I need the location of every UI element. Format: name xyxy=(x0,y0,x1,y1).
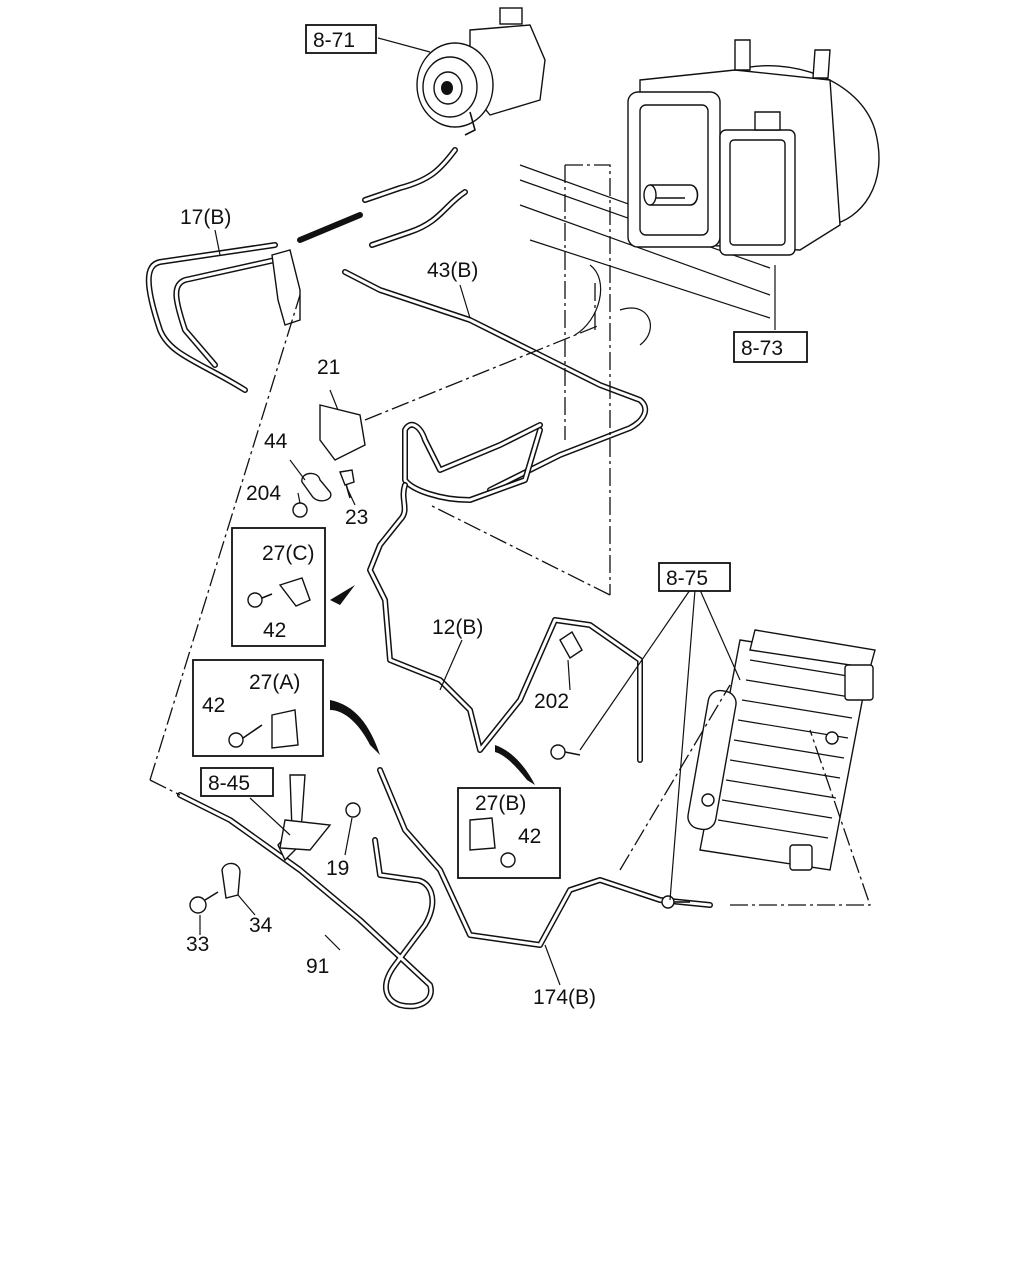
ref-label-8-45: 8-45 xyxy=(208,772,250,795)
ref-label-8-71: 8-71 xyxy=(313,29,355,52)
bracket-17b xyxy=(271,249,301,326)
nut-19 xyxy=(345,802,361,818)
pipe-43b xyxy=(342,269,649,493)
label-17b: 17(B) xyxy=(180,206,231,229)
pipe-174b xyxy=(377,767,713,948)
pipe-91 xyxy=(177,792,436,1010)
label-42-b: 42 xyxy=(518,825,541,848)
ref-box-8-45[interactable]: 8-45 xyxy=(200,767,274,797)
switch-202 xyxy=(559,630,583,660)
ref-box-8-73[interactable]: 8-73 xyxy=(733,331,808,363)
inset-clamp-27c: 27(C) 42 xyxy=(231,527,326,647)
bolt-near-condenser xyxy=(550,744,690,909)
inset-clamp-27a: 27(A) 42 xyxy=(192,659,324,757)
label-174b: 174(B) xyxy=(533,986,596,1009)
bracket-8-45 xyxy=(277,774,332,862)
label-27a: 27(A) xyxy=(249,671,300,694)
label-19: 19 xyxy=(326,857,349,880)
chain-lines xyxy=(149,164,871,906)
label-42-c: 42 xyxy=(263,619,286,642)
callout-labels: 17(B) 43(B) 21 44 204 23 12(B) 202 19 33… xyxy=(180,206,596,1009)
nut-204 xyxy=(292,502,308,518)
label-27b: 27(B) xyxy=(475,792,526,815)
label-23: 23 xyxy=(345,506,368,529)
ref-box-8-75[interactable]: 8-75 xyxy=(658,562,731,592)
pipe-12b xyxy=(367,421,643,763)
ref-box-8-71[interactable]: 8-71 xyxy=(305,24,377,54)
label-42-a: 42 xyxy=(202,694,225,717)
label-44: 44 xyxy=(264,430,288,453)
clip-21 xyxy=(319,404,366,461)
label-12b: 12(B) xyxy=(432,616,483,639)
bolt-23 xyxy=(339,469,355,499)
label-204: 204 xyxy=(246,482,281,505)
ref-label-8-73: 8-73 xyxy=(741,337,783,360)
label-21: 21 xyxy=(317,356,340,379)
pipe-17b xyxy=(145,147,468,393)
compressor-assembly xyxy=(416,7,546,136)
clamp-44 xyxy=(301,472,332,502)
bolt-33 xyxy=(189,891,219,914)
label-91: 91 xyxy=(306,955,329,978)
inset-clamp-27b: 27(B) 42 xyxy=(457,787,561,879)
label-202: 202 xyxy=(534,690,569,713)
clamp-34 xyxy=(221,862,241,899)
label-27c: 27(C) xyxy=(262,542,315,565)
label-34: 34 xyxy=(249,914,273,937)
ref-label-8-75: 8-75 xyxy=(666,567,708,590)
leader-lines xyxy=(199,37,776,986)
heater-unit-assembly xyxy=(627,39,880,256)
direction-arrows xyxy=(330,585,535,785)
condenser-assembly xyxy=(687,629,876,871)
label-33: 33 xyxy=(186,933,209,956)
label-43b: 43(B) xyxy=(427,259,478,282)
